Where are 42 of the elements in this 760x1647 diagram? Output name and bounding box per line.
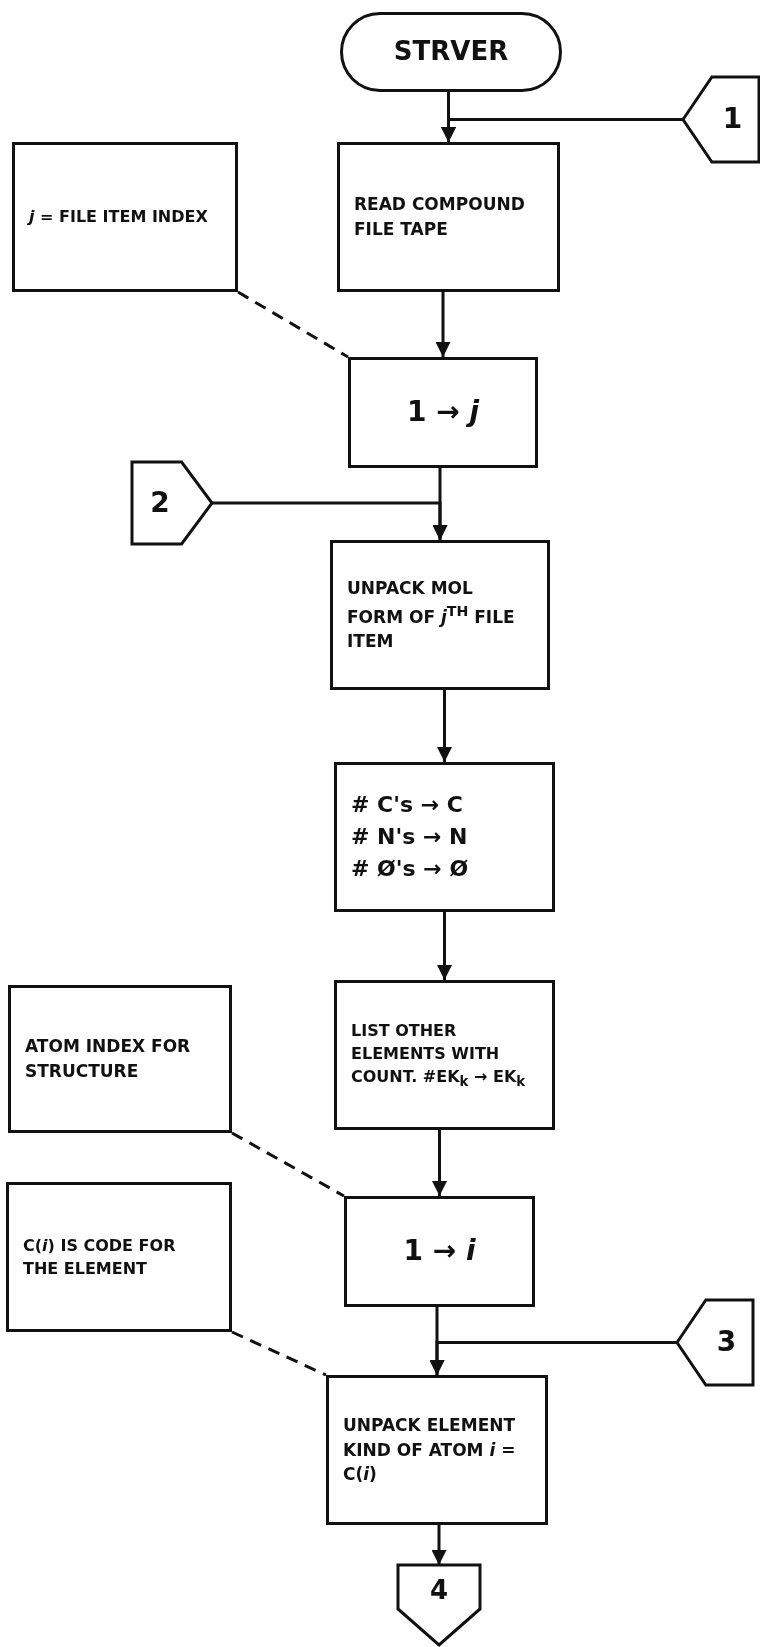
flow-arrow <box>432 468 448 540</box>
flow-arrow <box>435 292 451 357</box>
annotation-box <box>6 1182 232 1332</box>
annotation-box <box>8 985 232 1133</box>
offpage-connector <box>132 462 212 544</box>
connector-label: 2 <box>150 484 170 521</box>
box-text: j = FILE ITEM INDEX <box>29 206 208 229</box>
process-box <box>330 540 550 690</box>
formula-text: # N's → N <box>351 823 468 852</box>
process-box <box>348 357 538 468</box>
flow-arrow <box>437 912 452 980</box>
flow-arrow <box>429 1307 445 1375</box>
connector-label: 4 <box>429 1574 449 1608</box>
offpage-connector <box>683 77 759 162</box>
process-box <box>334 762 555 912</box>
annotation-box <box>12 142 238 292</box>
process-box <box>334 980 555 1130</box>
formula-text: # Ø's → Ø <box>351 854 469 883</box>
leader-line <box>231 1131 345 1198</box>
process-box <box>337 142 560 292</box>
connector-label: STRVER <box>393 35 509 69</box>
formula-text: 1 → j <box>406 394 480 431</box>
box-text: LIST OTHER ELEMENTS WITH COUNT. #EK$_{k}$ → EK$_{k}$ <box>351 1019 527 1092</box>
formula-text: 1 → i <box>403 1233 476 1270</box>
process-box <box>344 1196 535 1307</box>
leader-line <box>231 1330 327 1377</box>
box-text: C(i) IS CODE FOR THE ELEMENT <box>23 1234 177 1280</box>
leader-line <box>237 290 349 359</box>
offpage-connector <box>677 1300 753 1385</box>
flow-arrow <box>432 1130 447 1196</box>
formula-text: # C's → C <box>351 791 463 820</box>
box-text: READ COMPOUND FILE TAPE <box>354 193 526 241</box>
process-box <box>326 1375 548 1525</box>
flow-arrow <box>437 690 452 762</box>
box-text: UNPACK MOL FORM OF j$^{TH}$ FILE ITEM <box>347 577 516 654</box>
box-text: ATOM INDEX FOR STRUCTURE <box>25 1035 192 1083</box>
connector-label: 3 <box>716 1324 737 1361</box>
offpage-connector <box>398 1565 480 1645</box>
flow-arrow <box>441 118 683 142</box>
box-text: UNPACK ELEMENT KIND OF ATOM i = C(i) <box>343 1414 517 1487</box>
connector-label: 1 <box>722 101 743 138</box>
flow-arrow <box>431 1525 447 1565</box>
